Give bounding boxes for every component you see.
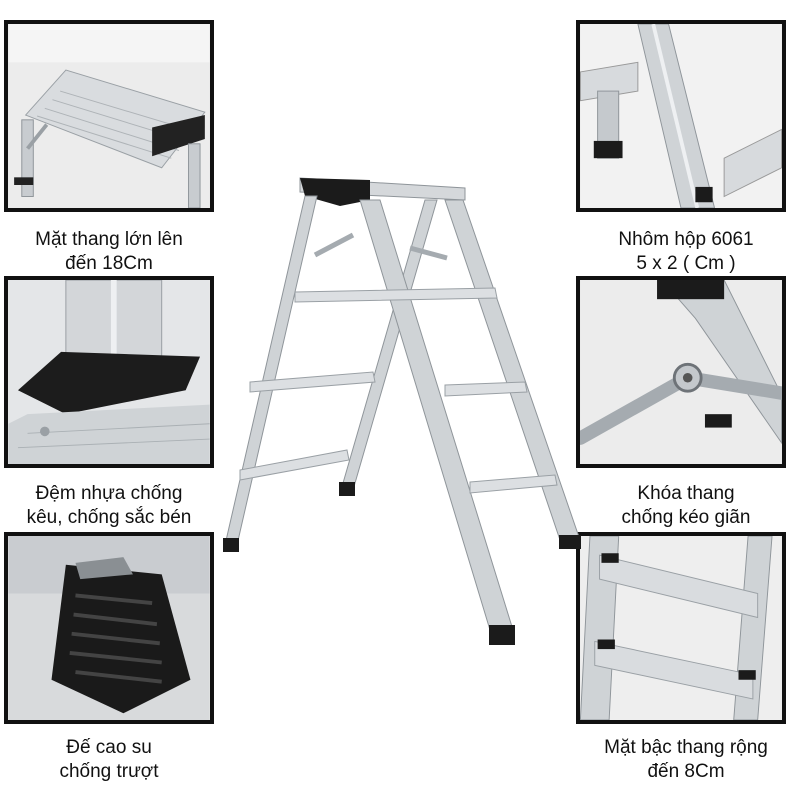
detail-panel-step-width [576,532,786,724]
aluminum-box-photo [580,24,782,208]
caption-top-surface-line2: đến 18Cm [65,253,153,274]
ladder-rear-leg-left [224,195,318,546]
ladder-step-3 [444,381,528,397]
ladder-lock-brace-right [409,245,448,261]
top-surface-photo [8,24,210,208]
caption-top-surface-line1: Mặt thang lớn lên [35,229,183,250]
caption-ladder-lock-line2: chống kéo giãn [621,507,751,528]
ladder-foot-front-left [489,625,515,645]
caption-top-surface: Mặt thang lớn lên đến 18Cm [0,228,224,276]
caption-aluminum-box: Nhôm hộp 6061 5 x 2 ( Cm ) [571,228,800,276]
caption-ladder-lock: Khóa thang chống kéo giãn [571,482,800,530]
caption-plastic-pad-line1: Đệm nhựa chống [35,483,183,504]
ladder-step-4 [239,449,350,481]
caption-ladder-lock-line1: Khóa thang [637,483,735,504]
ladder-foot-front-right [559,535,581,549]
step-width-photo [580,536,782,720]
caption-plastic-pad-line2: kêu, chống sắc bén [26,507,192,528]
ladder-front-leg-left [359,199,514,631]
ladder-step-2 [249,371,376,393]
ladder-foot-rear-left [223,538,239,552]
rubber-foot-photo [8,536,210,720]
caption-aluminum-box-line1: Nhôm hộp 6061 [618,229,754,250]
caption-rubber-foot-line2: chống trượt [59,761,159,782]
detail-panel-aluminum-box [576,20,786,212]
caption-aluminum-box-line2: 5 x 2 ( Cm ) [636,253,736,274]
ladder-illustration [223,177,581,645]
caption-step-width-line2: đến 8Cm [647,761,725,782]
ladder-lock-photo [580,280,782,464]
ladder-step-1 [294,287,498,303]
ladder-foot-rear-right [339,482,355,496]
caption-step-width-line1: Mặt bậc thang rộng [604,737,768,758]
detail-panel-ladder-lock [576,276,786,468]
ladder-step-5 [469,474,558,494]
ladder-top-bracket-icon [300,178,370,206]
caption-rubber-foot: Đế cao su chống trượt [0,736,224,784]
caption-rubber-foot-line1: Đế cao su [66,737,152,758]
plastic-pad-photo [8,280,210,464]
caption-plastic-pad: Đệm nhựa chống kêu, chống sắc bén [0,482,224,530]
ladder-lock-brace-left [313,232,355,258]
detail-panel-top-surface [4,20,214,212]
detail-panel-rubber-foot [4,532,214,724]
detail-panel-plastic-pad [4,276,214,468]
caption-step-width: Mặt bậc thang rộng đến 8Cm [571,736,800,784]
